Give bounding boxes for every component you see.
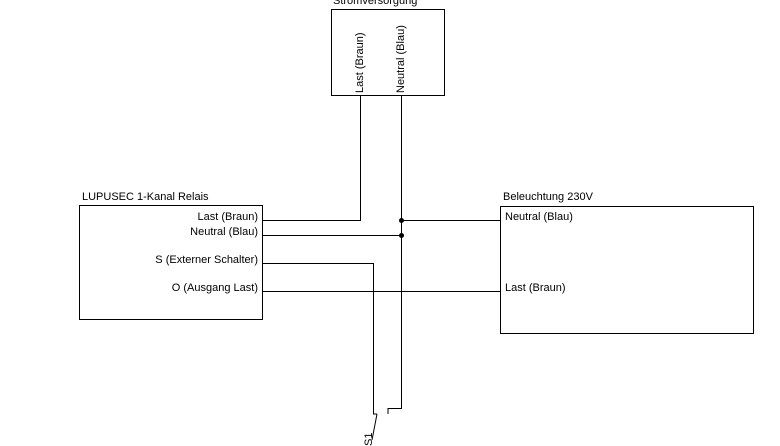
power-supply-terminal-last: Last (Braun) xyxy=(354,32,366,93)
power-supply-box xyxy=(331,9,445,96)
power-supply-terminal-neutral: Neutral (Blau) xyxy=(395,25,407,93)
wire-last-supply xyxy=(263,95,361,221)
relay-terminal-last: Last (Braun) xyxy=(197,211,258,223)
relay-box xyxy=(79,205,263,320)
lighting-terminal-last: Last (Braun) xyxy=(505,282,566,294)
relay-terminal-o: O (Ausgang Last) xyxy=(171,282,258,294)
power-supply-title: Stromversorgung xyxy=(333,0,418,7)
switch-label: S1 xyxy=(363,432,375,446)
relay-title: LUPUSEC 1-Kanal Relais xyxy=(82,191,209,203)
lighting-box xyxy=(500,206,754,334)
wire-neutral-supply xyxy=(387,95,402,414)
switch-lever xyxy=(371,413,378,440)
junction-dot-lighting xyxy=(399,218,404,223)
relay-terminal-s: S (Externer Schalter) xyxy=(155,254,258,266)
relay-terminal-neutral: Neutral (Blau) xyxy=(190,226,258,238)
wire-switch-s xyxy=(263,263,377,415)
lighting-terminal-neutral: Neutral (Blau) xyxy=(505,211,573,223)
lighting-title: Beleuchtung 230V xyxy=(503,191,593,203)
junction-dot-relay xyxy=(399,233,404,238)
